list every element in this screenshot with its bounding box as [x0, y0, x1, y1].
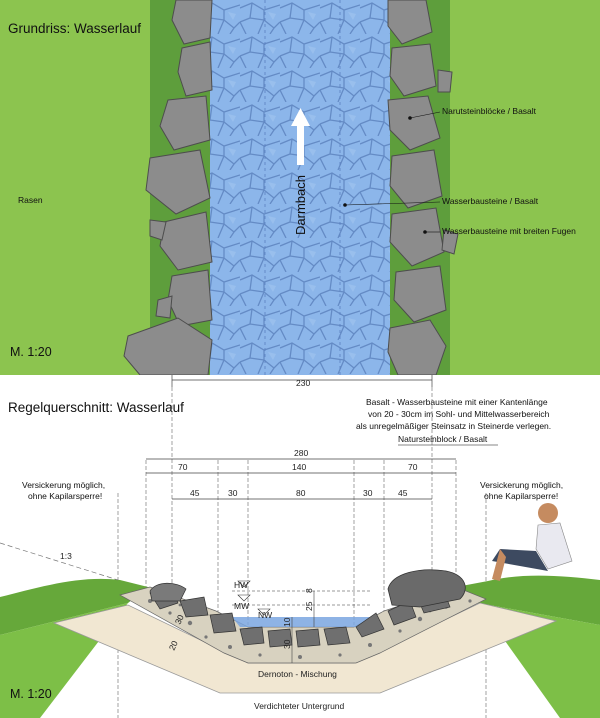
grass-right	[456, 575, 600, 625]
section-title: Regelquerschnitt: Wasserlauf	[8, 400, 184, 415]
section-scale: M. 1:20	[10, 687, 52, 701]
depth-25: 25	[304, 601, 314, 611]
slope-label: 1:3	[60, 551, 72, 561]
dim-45-left: 45	[190, 488, 200, 498]
plan-drawing: Darmbach Grundriss: Wasserlauf Rasen M. …	[8, 0, 576, 375]
grass-left	[0, 578, 148, 635]
depth-8: 8	[304, 588, 314, 593]
flow-arrow	[291, 108, 310, 165]
dim-80: 80	[296, 488, 306, 498]
dim-30-left: 30	[228, 488, 238, 498]
natural-stone-block	[387, 569, 466, 608]
seepage-left-line-2: ohne Kapilarsperre!	[28, 491, 102, 501]
callout-boulders: Narutsteinblöcke / Basalt	[442, 106, 537, 116]
seepage-left-line-1: Versickerung möglich,	[22, 480, 105, 490]
dim-70-right: 70	[408, 462, 418, 472]
plan-scale: M. 1:20	[10, 345, 52, 359]
person-figure	[492, 503, 573, 581]
water-level-mw: MW	[234, 601, 249, 611]
left-boulders	[123, 0, 213, 375]
plan-title: Grundriss: Wasserlauf	[8, 21, 141, 36]
total-width-280: 280	[294, 448, 308, 458]
description-line-2: von 20 - 30cm im Sohl- und Mittelwasserb…	[368, 409, 550, 419]
water-level-nw: NW	[258, 610, 272, 620]
depth-30: 30	[282, 639, 292, 649]
cross-section: 230 Regelquerschnitt: Wasserlauf Basalt …	[0, 375, 600, 718]
section-drawing: 230 Regelquerschnitt: Wasserlauf Basalt …	[0, 375, 600, 718]
clay-mix-label: Dernoton - Mischung	[258, 669, 337, 679]
dim-45-right: 45	[398, 488, 408, 498]
callout-wide-joints: Wasserbausteine mit breiten Fugen	[442, 226, 576, 236]
grid-lines	[117, 387, 487, 718]
water-level-hw: HW	[234, 580, 248, 590]
description-line-3: als unregelmäßiger Steinsatz in Steinerd…	[356, 421, 551, 431]
subsoil-label: Verdichteter Untergrund	[254, 701, 345, 711]
thickness-30: 30	[173, 613, 186, 626]
callout-water-stones: Wasserbausteine / Basalt	[442, 196, 539, 206]
lawn-label: Rasen	[18, 195, 43, 205]
water-level-markers	[232, 580, 372, 616]
thickness-20: 20	[167, 639, 180, 652]
stream-bed	[210, 0, 390, 375]
dim-30-right: 30	[363, 488, 373, 498]
gravel-dots	[148, 599, 472, 659]
plan-view: Darmbach Grundriss: Wasserlauf Rasen M. …	[0, 0, 600, 375]
depth-10: 10	[282, 617, 292, 627]
seepage-right-line-2: ohne Kapilarsperre!	[484, 491, 558, 501]
seepage-right-line-1: Versickerung möglich,	[480, 480, 563, 490]
clay-layer	[52, 602, 558, 694]
dim-140: 140	[292, 462, 306, 472]
water-body	[232, 617, 372, 627]
width-dim-230: 230	[296, 378, 310, 388]
description-line-1: Basalt - Wasserbausteine mit einer Kante…	[366, 397, 548, 407]
stream-name-label: Darmbach	[293, 175, 308, 235]
right-boulders	[387, 0, 459, 375]
dim-70-left: 70	[178, 462, 188, 472]
natural-stone-label: Natursteinblock / Basalt	[398, 434, 488, 444]
